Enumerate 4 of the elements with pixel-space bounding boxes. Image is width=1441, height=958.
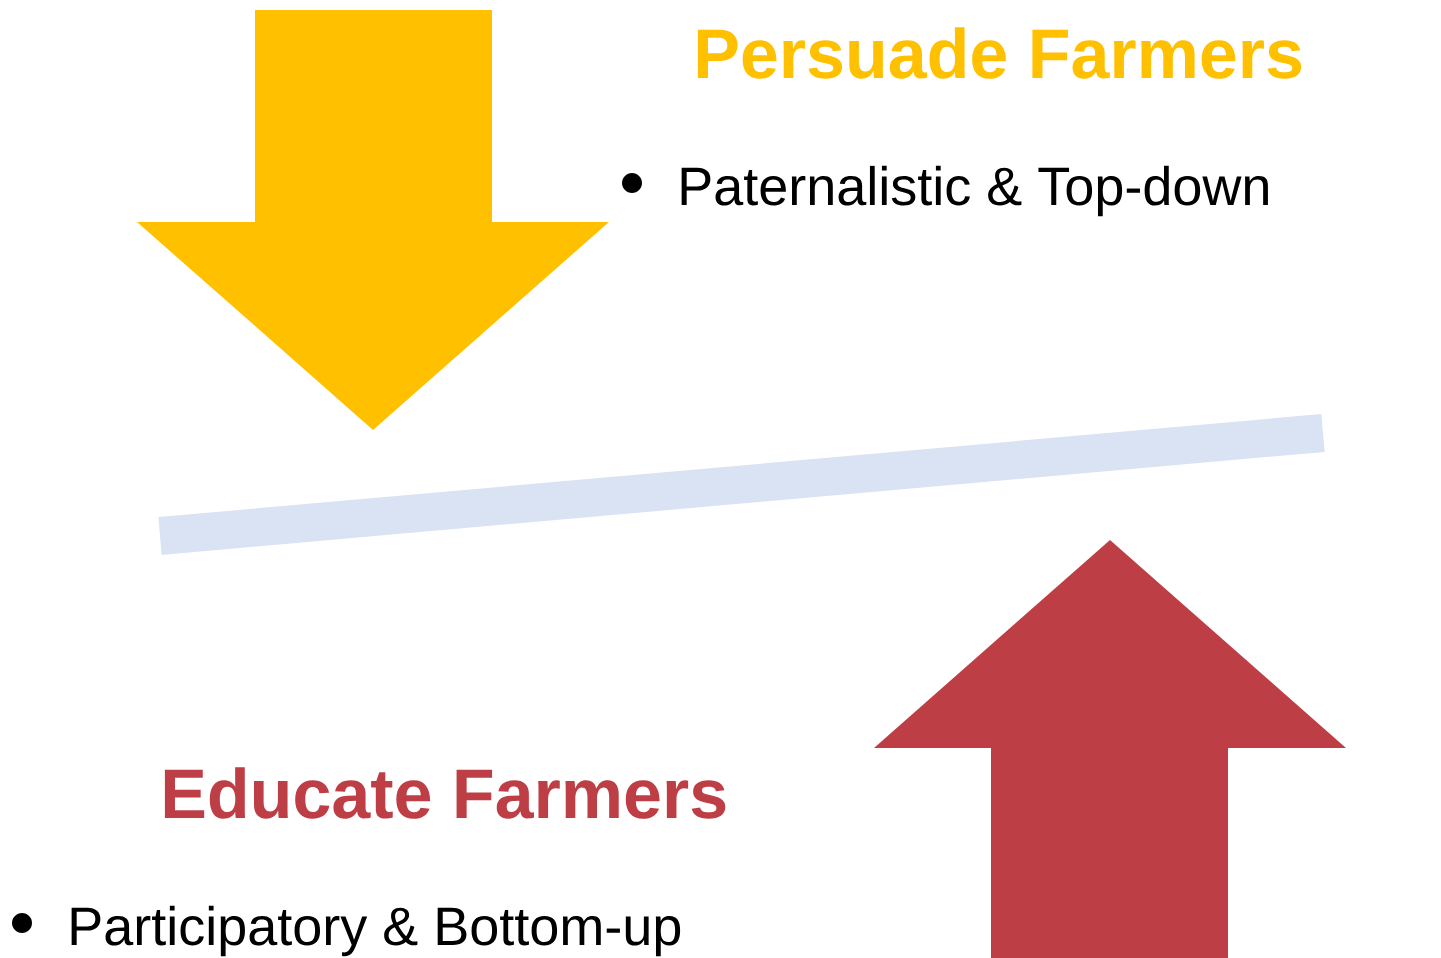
heading: Educate Farmers: [164, 767, 726, 819]
bullet-text: Participatory & Bottom-up: [71, 905, 681, 957]
bullet-text: Paternalistic & Top-down: [681, 165, 1268, 217]
heading: Persuade Farmers: [697, 27, 1302, 79]
